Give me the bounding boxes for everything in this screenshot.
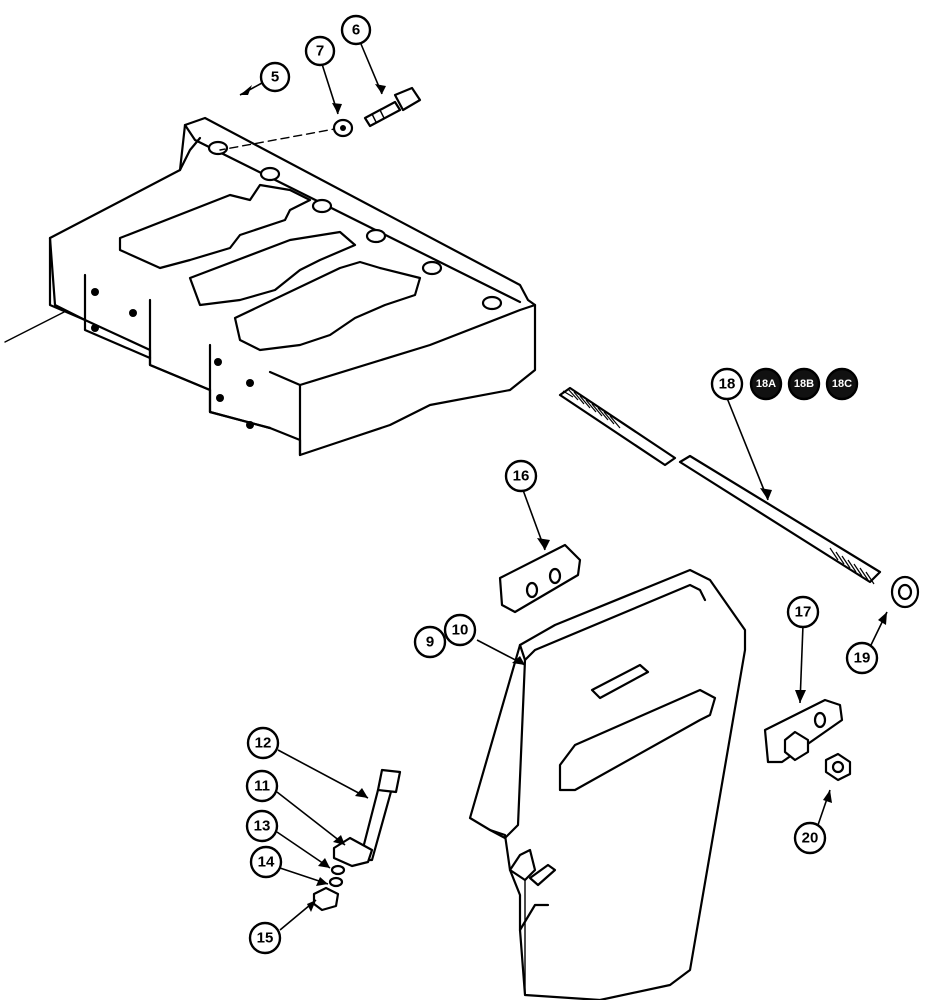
callout-14: 14 [249, 845, 283, 879]
callout-18: 18 [710, 367, 744, 401]
callout-5-label: 5 [271, 69, 279, 86]
nut-20 [824, 752, 852, 782]
callout-11-label: 11 [254, 778, 270, 795]
callout-7-label: 7 [316, 43, 324, 60]
callout-10: 10 [443, 613, 477, 647]
callout-13-label: 13 [254, 818, 271, 835]
callout-15-label: 15 [257, 930, 274, 947]
plate-16 [498, 543, 582, 614]
callout-12-label: 12 [255, 735, 272, 752]
callout-16: 16 [504, 459, 538, 493]
callout-13: 13 [245, 809, 279, 843]
callout-18c: 18C [825, 367, 859, 401]
callout-18a: 18A [749, 367, 783, 401]
callout-17-label: 17 [795, 604, 812, 621]
callout-9: 9 [413, 625, 447, 659]
callout-6-label: 6 [352, 22, 360, 39]
callout-18c-label: 18C [832, 378, 852, 390]
callout-20: 20 [793, 821, 827, 855]
bolt-12 [358, 768, 402, 862]
callout-10-label: 10 [452, 622, 469, 639]
callout-9-label: 9 [426, 634, 434, 651]
weight-carrier-bracket [4, 116, 537, 457]
washer-19 [890, 575, 920, 609]
nut-15 [312, 886, 340, 912]
callout-12: 12 [246, 726, 280, 760]
callout-14-label: 14 [258, 854, 275, 871]
callout-11: 11 [245, 769, 279, 803]
callout-15: 15 [248, 921, 282, 955]
callout-18b-label: 18B [794, 378, 814, 390]
plate-17 [763, 698, 844, 764]
callout-20-label: 20 [802, 830, 819, 847]
leader-lines [239, 43, 888, 931]
callout-16-label: 16 [513, 468, 530, 485]
washer-7 [332, 118, 354, 138]
bolt-6 [363, 86, 422, 128]
callout-6: 6 [340, 14, 372, 46]
callout-7: 7 [304, 35, 336, 67]
callout-18b: 18B [787, 367, 821, 401]
suitcase-weight-9-10 [468, 568, 747, 1000]
callout-18-label: 18 [719, 376, 736, 393]
callout-19-label: 19 [854, 650, 871, 667]
callout-5: 5 [259, 61, 291, 93]
callout-19: 19 [845, 641, 879, 675]
threaded-rod-18 [558, 386, 882, 585]
callout-17: 17 [786, 595, 820, 629]
callout-18a-label: 18A [756, 378, 776, 390]
spacer-11 [332, 836, 374, 868]
washers-13-14 [328, 864, 346, 888]
